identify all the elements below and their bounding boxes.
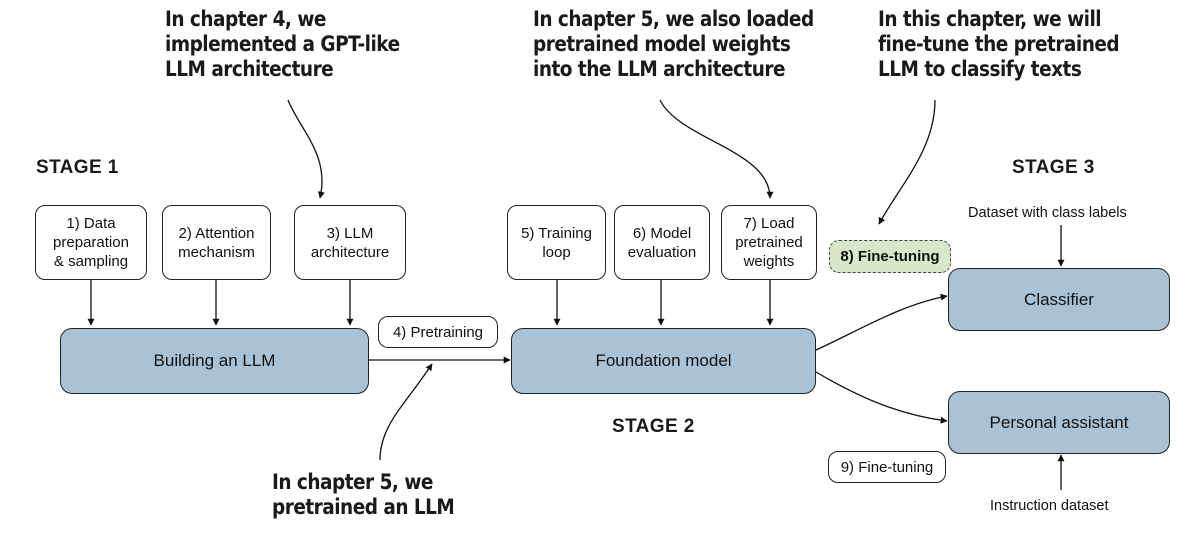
stage-2-label: STAGE 2 — [612, 416, 695, 437]
callout-chapter-5-pretrained: In chapter 5, we pretrained an LLM — [272, 470, 455, 520]
step-llm-architecture: 3) LLM architecture — [294, 205, 406, 280]
step-model-evaluation: 6) Model evaluation — [614, 205, 710, 280]
arrow-foundation-to-assistant — [815, 371, 948, 424]
callout-chapter-4: In chapter 4, we implemented a GPT-like … — [165, 7, 400, 82]
step-fine-tuning-classification: 8) Fine-tuning — [829, 240, 951, 273]
step-data-preparation: 1) Data preparation & sampling — [35, 205, 147, 280]
callout-this-chapter: In this chapter, we will fine-tune the p… — [878, 7, 1120, 82]
instruction-dataset-label: Instruction dataset — [990, 498, 1109, 514]
step-fine-tuning-instruction: 9) Fine-tuning — [828, 451, 946, 483]
classifier-box: Classifier — [948, 268, 1170, 331]
arrow-ch5-pretrained-to-pretraining — [379, 363, 433, 461]
step-training-loop: 5) Training loop — [507, 205, 606, 280]
dataset-class-labels-label: Dataset with class labels — [968, 205, 1127, 221]
stage-3-label: STAGE 3 — [1012, 157, 1095, 178]
arrow-this-chapter-to-finetuning — [878, 99, 936, 225]
arrow-ch5-to-load-weights — [659, 99, 774, 199]
building-an-llm-box: Building an LLM — [60, 328, 369, 394]
personal-assistant-box: Personal assistant — [948, 391, 1170, 454]
step-pretraining: 4) Pretraining — [378, 316, 498, 348]
step-attention-mechanism: 2) Attention mechanism — [162, 205, 271, 280]
arrow-ch4-to-llm-architecture — [287, 99, 325, 199]
stage-1-label: STAGE 1 — [36, 157, 119, 178]
arrow-foundation-to-classifier — [815, 293, 948, 351]
step-load-pretrained-weights: 7) Load pretrained weights — [721, 205, 817, 280]
callout-chapter-5-loaded-weights: In chapter 5, we also loaded pretrained … — [533, 7, 814, 82]
foundation-model-box: Foundation model — [511, 328, 816, 394]
